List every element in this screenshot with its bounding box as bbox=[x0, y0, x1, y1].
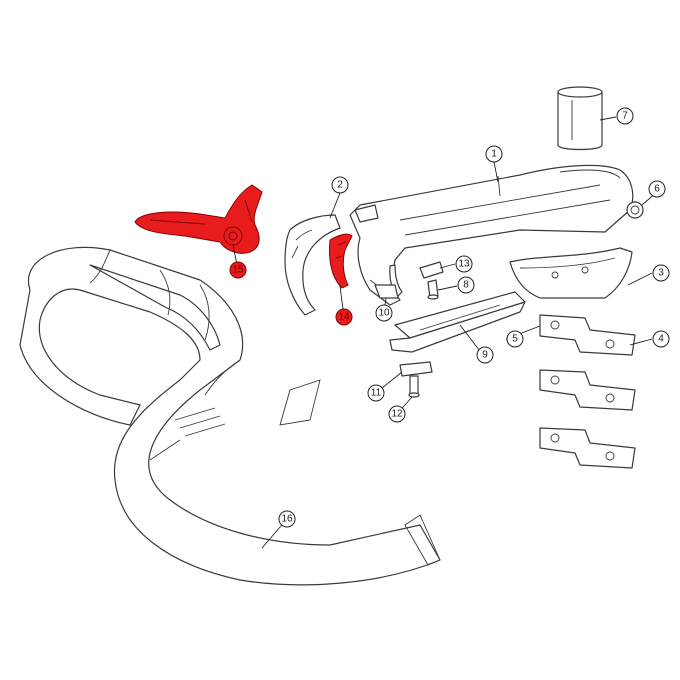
callout-label-2: 2 bbox=[337, 180, 343, 191]
callout-label-1: 1 bbox=[491, 149, 497, 160]
screw-part-12 bbox=[408, 375, 420, 398]
bracket-part-10 bbox=[374, 284, 399, 299]
clamp-body-lower bbox=[539, 427, 636, 469]
callout-label-3: 3 bbox=[658, 268, 664, 279]
callout-label-13: 13 bbox=[458, 259, 470, 270]
callout-label-14: 14 bbox=[338, 312, 350, 323]
callout-11: 11 bbox=[367, 384, 385, 402]
callout-label-5: 5 bbox=[512, 334, 518, 345]
spacer-part-7 bbox=[557, 86, 603, 151]
callout-2: 2 bbox=[331, 176, 349, 194]
callout-4: 4 bbox=[652, 330, 670, 348]
callout-label-7: 7 bbox=[622, 111, 628, 122]
screw-part-11 bbox=[399, 361, 433, 377]
callout-label-12: 12 bbox=[391, 409, 403, 420]
pin-part-8 bbox=[427, 279, 439, 300]
rail-part-9 bbox=[389, 291, 526, 353]
callout-label-16: 16 bbox=[281, 514, 293, 525]
mount-arm-part-15 bbox=[134, 184, 263, 254]
clamp-front-part-2 bbox=[284, 214, 341, 316]
callout-label-9: 9 bbox=[482, 350, 488, 361]
callout-9: 9 bbox=[476, 346, 494, 364]
callout-10: 10 bbox=[375, 304, 393, 322]
cover-plate-part-3 bbox=[509, 247, 633, 299]
callout-label-8: 8 bbox=[463, 280, 469, 291]
callout-5: 5 bbox=[506, 330, 524, 348]
clamp-body-part-5 bbox=[539, 314, 636, 356]
callout-12: 12 bbox=[388, 405, 406, 423]
callout-1: 1 bbox=[485, 145, 503, 163]
callout-6: 6 bbox=[648, 180, 666, 198]
shim-part-14 bbox=[329, 233, 353, 289]
callout-label-15: 15 bbox=[232, 265, 244, 276]
callout-7: 7 bbox=[616, 107, 634, 125]
callout-14: 14 bbox=[335, 308, 353, 326]
callout-8: 8 bbox=[457, 276, 475, 294]
callout-13: 13 bbox=[455, 255, 473, 273]
callout-3: 3 bbox=[652, 264, 670, 282]
bolt-part-6 bbox=[626, 201, 644, 219]
callout-16: 16 bbox=[278, 510, 296, 528]
callout-label-10: 10 bbox=[378, 308, 390, 319]
callout-label-4: 4 bbox=[658, 334, 664, 345]
clamp-body-part-4 bbox=[539, 369, 636, 411]
callout-label-6: 6 bbox=[654, 184, 660, 195]
callout-15: 15 bbox=[229, 261, 247, 279]
handlebar-part bbox=[19, 246, 441, 586]
callout-label-11: 11 bbox=[371, 388, 382, 399]
pin-part-13 bbox=[419, 261, 444, 279]
